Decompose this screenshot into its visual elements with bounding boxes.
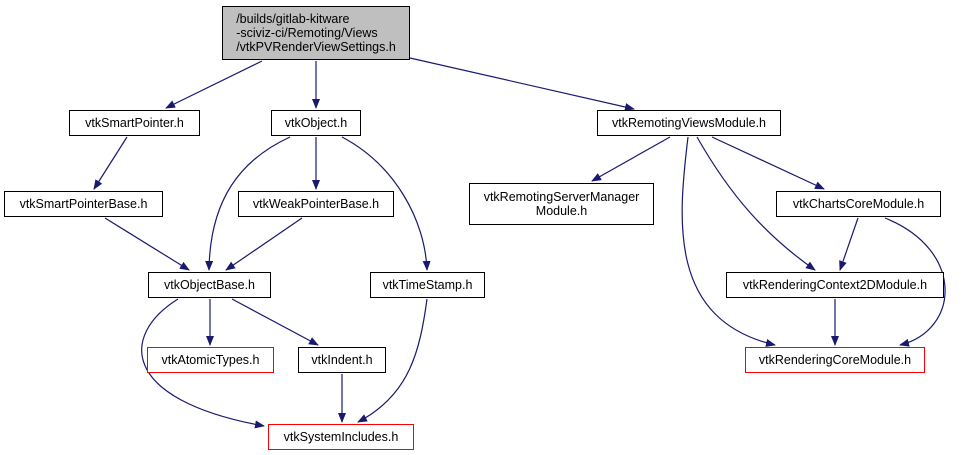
edge-remotingviewsmodule-to-renderingcontext2d <box>696 136 816 271</box>
edge-objectbase-to-systemincludes <box>141 298 265 429</box>
node-label-line: vtkIndent.h <box>311 353 373 367</box>
node-vtkremotingviewsmodule[interactable]: vtkRemotingViewsModule.h <box>597 110 781 136</box>
edge-chartscoremodule-to-renderingcore <box>884 217 946 347</box>
node-label-line: vtkRenderingContext2DModule.h <box>742 278 928 292</box>
node-label-line: vtkAtomicTypes.h <box>161 353 260 367</box>
node-vtkrenderingcontext2dmodule[interactable]: vtkRenderingContext2DModule.h <box>726 272 944 298</box>
node-vtkindent[interactable]: vtkIndent.h <box>298 347 386 373</box>
node-vtkobject[interactable]: vtkObject.h <box>271 110 361 136</box>
node-label: vtkRenderingContext2DModule.h <box>743 278 927 292</box>
node-label-line: vtkSmartPointer.h <box>85 116 184 130</box>
node-label-line: vtkSystemIncludes.h <box>283 430 399 444</box>
node-label-line: vtkRemotingServerManager <box>483 190 640 204</box>
node-vtkweakpointerbase[interactable]: vtkWeakPointerBase.h <box>238 191 394 217</box>
edge-remotingviewsmodule-to-renderingcore <box>681 136 776 347</box>
node-vtksmartpointerbase[interactable]: vtkSmartPointerBase.h <box>4 191 163 217</box>
node-label: vtkObject.h <box>285 116 348 130</box>
node-root-file: /builds/gitlab-kitware-sciviz-ci/Remotin… <box>222 6 410 60</box>
node-vtkrenderingcoremodule[interactable]: vtkRenderingCoreModule.h <box>745 347 925 373</box>
node-vtkatomictypes[interactable]: vtkAtomicTypes.h <box>147 347 274 373</box>
edge-remotingviewsmodule-to-chartscoremodule <box>711 136 825 190</box>
edge-objectbase-to-indent <box>231 298 319 346</box>
node-label-line: vtkRenderingCoreModule.h <box>758 353 912 367</box>
edge-object-to-objectbase <box>205 136 291 271</box>
edge-root-to-remotingviewsmodule <box>409 57 635 111</box>
node-vtksystemincludes[interactable]: vtkSystemIncludes.h <box>268 424 414 450</box>
node-label: vtkAtomicTypes.h <box>162 353 260 367</box>
node-label: vtkTimeStamp.h <box>383 278 473 292</box>
node-label: vtkRenderingCoreModule.h <box>759 353 911 367</box>
node-label: vtkSmartPointer.h <box>85 116 184 130</box>
edge-smartpointer-to-smartpointerbase <box>93 136 128 190</box>
edge-object-to-timestamp <box>341 136 431 271</box>
node-label: /builds/gitlab-kitware-sciviz-ci/Remotin… <box>236 12 396 54</box>
node-label-line: vtkSmartPointerBase.h <box>19 197 148 211</box>
edge-weakpointerbase-to-objectbase <box>225 217 303 271</box>
node-vtksmartpointer[interactable]: vtkSmartPointer.h <box>69 110 200 136</box>
node-label-line: /vtkPVRenderViewSettings.h <box>236 40 396 54</box>
edge-remotingviewsmodule-to-remotingservermanager <box>591 136 671 182</box>
node-vtktimestamp[interactable]: vtkTimeStamp.h <box>370 272 485 298</box>
node-label-line: Module.h <box>535 204 588 218</box>
node-vtkchartscoremodule[interactable]: vtkChartsCoreModule.h <box>776 191 941 217</box>
node-label-line: vtkChartsCoreModule.h <box>792 197 925 211</box>
node-label-line: -sciviz-ci/Remoting/Views <box>236 26 378 40</box>
node-vtkobjectbase[interactable]: vtkObjectBase.h <box>148 272 271 298</box>
edge-smartpointerbase-to-objectbase <box>104 217 190 271</box>
node-label-line: /builds/gitlab-kitware <box>236 12 350 26</box>
edge-timestamp-to-systemincludes <box>357 298 428 423</box>
node-label-line: vtkObject.h <box>284 116 348 130</box>
node-label: vtkIndent.h <box>311 353 372 367</box>
node-label-line: vtkWeakPointerBase.h <box>252 197 380 211</box>
edge-chartscoremodule-to-renderingcontext2d <box>839 217 859 271</box>
node-label-line: vtkRemotingViewsModule.h <box>611 116 766 130</box>
node-label: vtkRemotingViewsModule.h <box>612 116 766 130</box>
node-label-line: vtkObjectBase.h <box>163 278 255 292</box>
node-label-line: vtkTimeStamp.h <box>382 278 473 292</box>
edge-root-to-smartpointer <box>165 60 263 109</box>
node-label: vtkWeakPointerBase.h <box>253 197 379 211</box>
node-label: vtkSmartPointerBase.h <box>20 197 148 211</box>
node-label: vtkSystemIncludes.h <box>284 430 399 444</box>
node-label: vtkObjectBase.h <box>164 278 255 292</box>
node-label: vtkChartsCoreModule.h <box>793 197 924 211</box>
